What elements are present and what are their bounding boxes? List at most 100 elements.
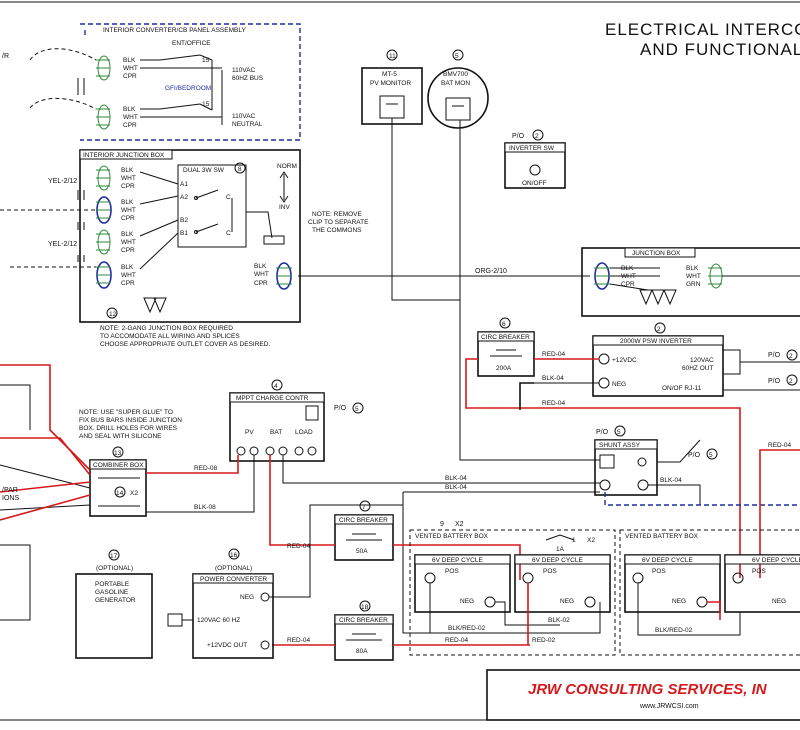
wire-red04-right: RED-04 [768,442,792,449]
combiner-fuse-x: X2 [130,490,138,497]
battery-3-neg: NEG [672,598,686,605]
junction-note-3: CHOOSE APPROPRIATE OUTLET COVER AS DESIR… [100,341,270,348]
inverter-po2-num: 2 [789,378,793,385]
panel-wire-cpr-1: CPR [123,73,137,80]
panel-connector-1 [96,55,111,81]
wire-red04-circ18: RED-04 [287,637,311,644]
wire-blk04-inv: BLK-04 [542,375,564,382]
clip-note-2: CLIP TO SEPARATE [308,219,369,226]
switch-label: DUAL 3W SW [183,167,225,174]
term-c2: C [226,230,231,237]
circ6-rating: 200A [496,365,512,372]
inverter-sw-state: ON/OFF [522,180,547,187]
bat-mon: 5 BMV700 BAT MON [427,49,489,129]
norm-label: NORM [277,163,297,170]
circ7-num: 7 [362,504,366,511]
inverter-out-1: 120VAC [690,357,714,364]
panel-wire-blk-2: BLK [123,106,136,113]
gfi-bedroom-label: GFI/BEDROOM [165,85,211,92]
pv-monitor-name: PV MONITOR [370,80,411,87]
clip-note-3: THE COMMONS [312,227,362,234]
junction-box-label: JUNCTION BOX [632,250,681,257]
wire-red02: RED-02 [532,637,556,644]
cb-bottom-rating: 15 [202,101,210,108]
circuit-breaker-6: 6 CIRC BREAKER 200A [477,317,535,377]
circ18-rating: 80A [356,648,368,655]
junction-connector-3 [96,229,111,255]
mppt-controller: 4 MPPT CHARGE CONTR PV BAT LOAD P/O 5 [229,379,364,462]
battery-4-pos: POS [752,568,766,575]
power-conv-name: POWER CONVERTER [200,576,267,583]
jw-wht-2: WHT [121,207,136,214]
panel-label: INTERIOR CONVERTER/CB PANEL ASSEMBLY [103,27,246,34]
battery-3-pos: POS [652,568,666,575]
combiner-fuse-num: 14 [116,490,124,497]
battery-2-name: 6V DEEP CYCLE [532,557,583,564]
mppt-load: LOAD [295,429,313,436]
junction-connector-2 [96,196,112,224]
power-conv-in: 120VAC 60 HZ [197,617,240,624]
junction-connector-1 [96,165,111,191]
jw-blk-4: BLK [121,264,134,271]
power-conv-out: +12VDC OUT [207,642,247,649]
jw-cpr-2: CPR [121,215,135,222]
inverter-rj: ON/OF RJ-11 [662,385,702,392]
combiner-name: COMBINER BOX [93,462,144,469]
term-b1: B1 [180,230,188,237]
jw-cpr-3: CPR [121,247,135,254]
generator-line-1: PORTABLE [95,581,130,588]
jw-blk-3: BLK [121,231,134,238]
inverter-neg: NEG [612,381,626,388]
term-a2: A2 [180,194,188,201]
generator-line-2: GASOLINE [95,589,129,596]
circ6-name: CIRC BREAKER [481,334,530,341]
inverter: 2 2000W PSW INVERTER +12VDC NEG 120VAC 6… [592,322,800,397]
cable-org: ORG-2/10 [475,268,507,275]
glue-note-3: BOX. DRILL HOLES FOR WIRES [79,425,178,432]
inverter-po1-num: 2 [789,353,793,360]
battery-1-name: 6V DEEP CYCLE [432,557,483,564]
cable-yel-bottom: YEL-2/12 [48,241,77,248]
bat-mon-num: 5 [455,53,459,60]
par-label-1: /PAR [2,487,18,494]
interior-junction-box: INTERIOR JUNCTION BOX YEL-2/12 YEL-2/12 … [0,149,369,348]
battery-3-name: 6V DEEP CYCLE [642,557,693,564]
power-converter: 16 (OPTIONAL) POWER CONVERTER NEG 120VAC… [167,548,274,659]
wire-blk04-shunt: BLK-04 [660,477,682,484]
panel-assembly: INTERIOR CONVERTER/CB PANEL ASSEMBLY ENT… [2,23,301,141]
bat-mon-model: BMV700 [443,71,468,78]
panel-wire-cpr-2: CPR [123,122,137,129]
circ7-name: CIRC BREAKER [339,517,388,524]
wire-blkred02-a: BLK/RED-02 [448,625,486,632]
jw-blk-2: BLK [121,199,134,206]
inverter-pos: +12VDC [612,357,637,364]
wire-blk08: BLK-08 [194,504,216,511]
battery-fuse-a: 1A [556,546,565,553]
left-label: /R [2,53,9,60]
jb-l-cpr: CPR [621,281,635,288]
jo-blk: BLK [254,263,267,270]
company-url: www.JRWCSI.com [639,703,699,710]
battery-group: 9 X2 VENTED BATTERY BOX 1 X2 1A VENTED B… [409,521,800,656]
battery-4-neg: NEG [772,598,786,605]
junction-interior-label: INTERIOR JUNCTION BOX [83,152,165,159]
inverter-po1: P/O [768,352,781,359]
battery-1-pos: POS [445,568,459,575]
bus-label-1: 110VAC [232,67,256,74]
inverter-sw-num: 2 [535,133,539,140]
battery-group-x: X2 [455,521,464,528]
combiner-num: 13 [114,450,122,457]
circ6-num: 6 [502,321,506,328]
circ18-num: 18 [361,604,369,611]
jw-cpr-4: CPR [121,280,135,287]
neutral-label-2: NEUTRAL [232,121,263,128]
glue-note-4: AND SEAL WITH SILICONE [79,433,162,440]
junction-box: JUNCTION BOX BLK WHT CPR BLK WHT GRN [581,247,800,317]
battery-1-neg: NEG [460,598,474,605]
shunt-assembly: P/O 5 SHUNT ASSY P/O 5 [594,425,718,496]
junction-interior-num: 12 [109,311,117,318]
inv-label: INV [279,204,291,211]
term-a1: A1 [180,181,188,188]
